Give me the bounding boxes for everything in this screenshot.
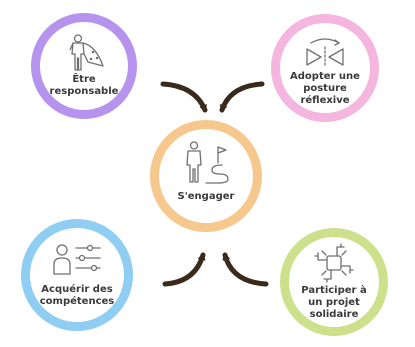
node-adopter-posture-reflexive: Adopter une posture réflexive xyxy=(271,14,379,122)
node-label: Acquérir des compétences xyxy=(39,284,115,307)
node-label: S'engager xyxy=(177,191,235,202)
node-participer-projet-solidaire: Participer à un projet solidaire xyxy=(280,228,388,336)
joined-hands-icon xyxy=(314,243,354,283)
node-label: Adopter une posture réflexive xyxy=(290,71,360,106)
arrow-bottom-left xyxy=(162,252,206,287)
node-label: Être responsable xyxy=(49,74,119,97)
arrow-top-right xyxy=(219,81,265,113)
node-acquerir-competences: Acquérir des compétences xyxy=(21,219,133,331)
superhero-cape-icon xyxy=(69,34,104,71)
person-skills-sliders-icon xyxy=(53,244,101,275)
node-etre-responsable: Être responsable xyxy=(31,13,137,119)
node-s-engager: S'engager xyxy=(150,120,262,232)
arrow-bottom-right xyxy=(222,252,269,287)
node-label: Participer à un projet solidaire xyxy=(301,285,367,320)
mirror-reflection-icon xyxy=(306,38,344,68)
arrow-top-left xyxy=(160,81,208,113)
person-path-flag-icon xyxy=(186,141,229,184)
